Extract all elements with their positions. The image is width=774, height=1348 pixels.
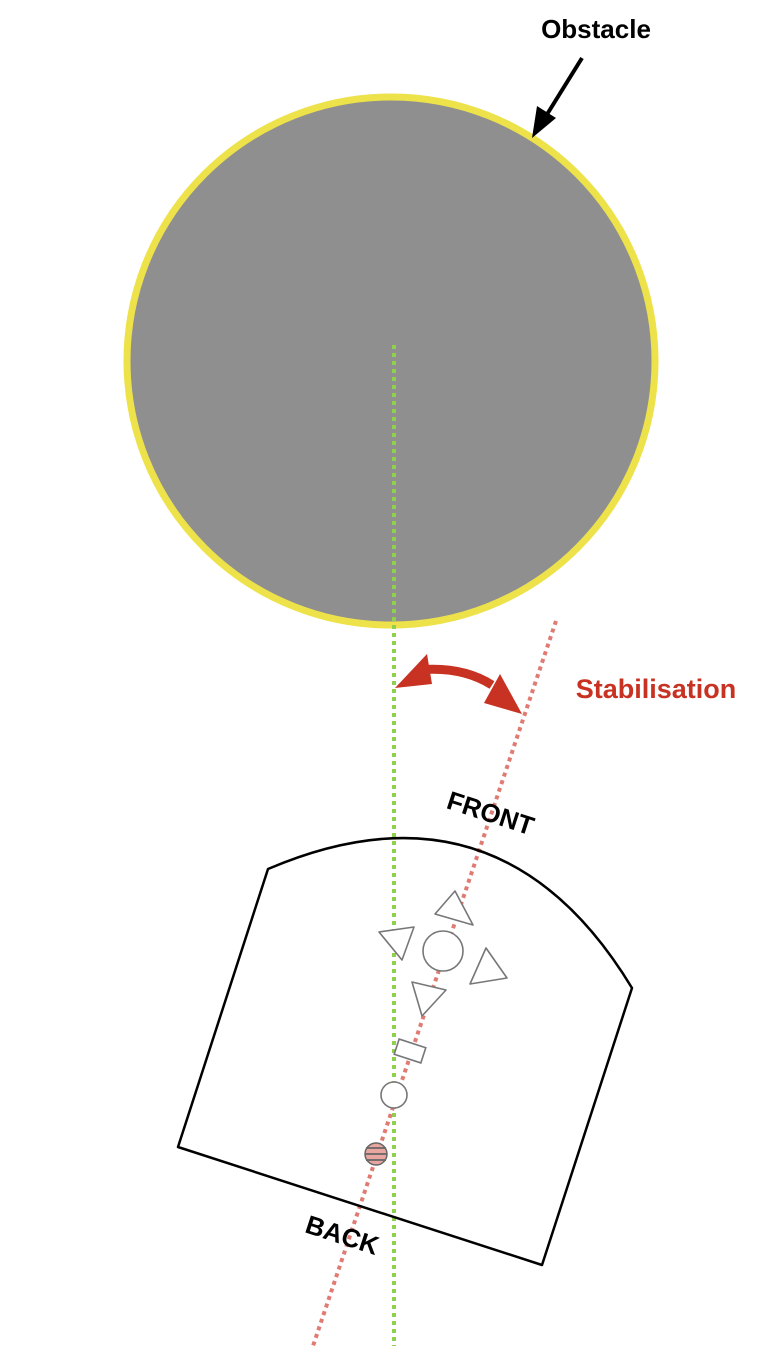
central-circle-icon (422, 930, 464, 972)
obstacle-circle (123, 93, 659, 629)
stabilisation-label: Stabilisation (576, 674, 737, 704)
rectangle-sensor-icon (393, 1038, 427, 1064)
triangle-icon-right (469, 947, 508, 985)
triangle-icon-front (434, 890, 474, 926)
triangle-icon-left (378, 926, 415, 961)
obstacle-arrow-icon (532, 56, 584, 138)
front-label: FRONT (443, 785, 538, 841)
robot-components (378, 890, 508, 1109)
robot-body-outline (176, 836, 634, 1267)
striped-ball-icon (364, 1142, 388, 1166)
small-circle-icon (380, 1081, 408, 1109)
stabilisation-curved-double-arrow-icon (395, 654, 522, 714)
triangle-icon-rear (411, 981, 447, 1017)
obstacle-label: Obstacle (541, 14, 651, 44)
